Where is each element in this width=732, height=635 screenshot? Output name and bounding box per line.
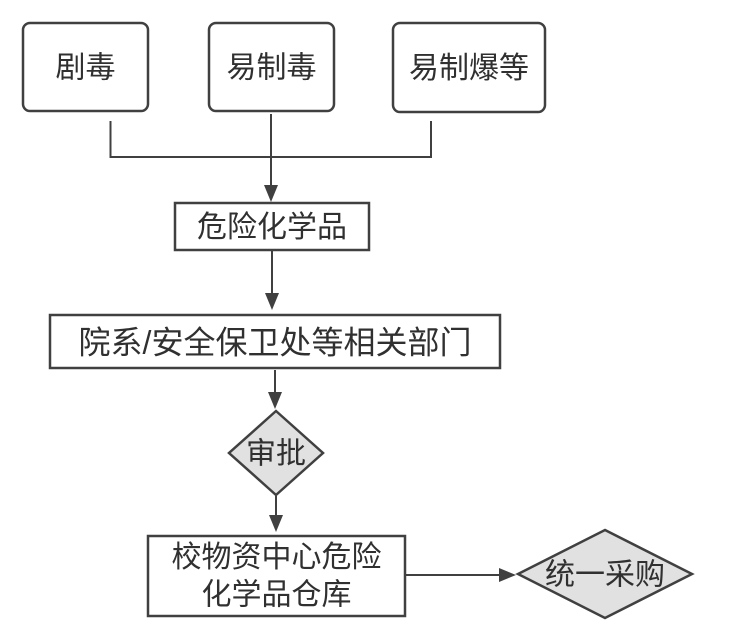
node-departments-label: 院系/安全保卫处等相关部门 <box>79 325 472 361</box>
node-unified-procurement-label: 统一采购 <box>545 559 665 592</box>
node-hazardous-chemicals-label: 危险化学品 <box>197 211 347 244</box>
node-hazardous-chemicals-box <box>173 201 371 252</box>
node-drug-precursor-label: 易制毒 <box>227 52 317 85</box>
edge-to-approval-arrowhead <box>268 392 282 409</box>
edge-to-procurement-arrowhead <box>499 568 516 582</box>
edge-to-hazardous-arrowhead <box>264 185 278 202</box>
node-warehouse-box <box>146 534 407 618</box>
node-drug-precursor-box <box>207 21 336 113</box>
node-departments-box <box>48 313 502 370</box>
node-approval-diamond <box>227 409 325 497</box>
node-toxic-box <box>21 21 150 113</box>
edge-to-warehouse-arrowhead <box>269 515 283 532</box>
node-warehouse-label-line1: 校物资中心危险 <box>172 541 382 574</box>
node-toxic-label: 剧毒 <box>56 52 116 85</box>
node-warehouse-label-line2: 化学品仓库 <box>202 579 352 612</box>
node-explosive-precursor-label: 易制爆等 <box>409 52 529 85</box>
node-approval-label: 审批 <box>246 438 306 471</box>
node-explosive-precursor-box <box>391 21 547 114</box>
edge-to-departments-arrowhead <box>265 293 279 310</box>
node-unified-procurement-diamond <box>515 528 695 620</box>
